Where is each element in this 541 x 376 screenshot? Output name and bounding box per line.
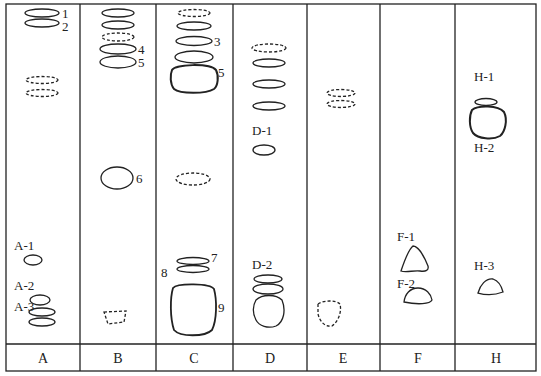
spot-label: A-1 [14, 239, 34, 252]
spot [26, 90, 58, 97]
lane-divider [454, 4, 455, 371]
spot [102, 33, 134, 41]
spot-label: 6 [136, 172, 143, 185]
spot-label: 3 [214, 35, 221, 48]
spot [171, 65, 218, 93]
spot [318, 301, 341, 326]
spot-label: 9 [218, 301, 225, 314]
lane-divider [155, 4, 156, 371]
spot [177, 22, 211, 30]
spot [470, 106, 506, 138]
lane-divider [79, 4, 80, 371]
spot [25, 19, 59, 27]
spot [475, 99, 497, 106]
spot-label: 4 [138, 43, 145, 56]
lane-label: D [265, 352, 275, 366]
spot [404, 288, 432, 304]
spot [327, 101, 355, 108]
spot [171, 284, 216, 335]
spot-label: A-2 [14, 279, 34, 292]
lane-label: E [339, 352, 348, 366]
spot-label: D-1 [252, 124, 272, 137]
spot-label: H-2 [474, 141, 494, 154]
spot-label: H-1 [474, 70, 494, 83]
spot [100, 44, 136, 54]
spot-label: F-2 [397, 277, 415, 290]
spot-label: 5 [218, 66, 225, 79]
lane-label: F [414, 352, 422, 366]
spot-label: 8 [161, 266, 168, 279]
spot [253, 145, 275, 155]
spot [26, 77, 58, 84]
spot [478, 279, 503, 294]
lane-label: C [189, 352, 198, 366]
spot [178, 10, 210, 17]
spot [102, 9, 134, 17]
spot-label: F-1 [397, 230, 415, 243]
spot [252, 44, 286, 52]
spot [253, 296, 284, 328]
lane-label: H [491, 352, 501, 366]
spot-label: D-2 [252, 258, 272, 271]
spot [177, 258, 209, 265]
spot [24, 255, 42, 265]
spot [100, 56, 136, 68]
spot-label: 1 [62, 7, 69, 20]
spot [253, 80, 285, 88]
spot [176, 37, 212, 46]
spot-label: 5 [138, 56, 145, 69]
spot [401, 246, 428, 272]
lane-label: A [38, 352, 48, 366]
lane-label: B [113, 352, 122, 366]
spot [177, 266, 209, 273]
spot [104, 311, 126, 324]
lane-divider [306, 4, 307, 371]
lane-divider [232, 4, 233, 371]
spot-label: 7 [211, 251, 218, 264]
spot [176, 173, 210, 185]
spot [175, 51, 213, 63]
spots [24, 9, 506, 335]
spot [327, 90, 355, 97]
spot [102, 21, 134, 29]
spot [253, 284, 283, 294]
spot-label: A-3 [14, 300, 34, 313]
lane-divider [379, 4, 380, 371]
spot [253, 59, 285, 67]
spot-label: H-3 [474, 259, 494, 272]
spot [101, 167, 133, 189]
spot-label: 2 [62, 20, 69, 33]
plate-frame [6, 4, 536, 371]
spot [29, 318, 55, 326]
lane-label-divider [6, 343, 536, 344]
spot [253, 102, 285, 110]
spot [25, 9, 59, 17]
spot [254, 275, 282, 283]
